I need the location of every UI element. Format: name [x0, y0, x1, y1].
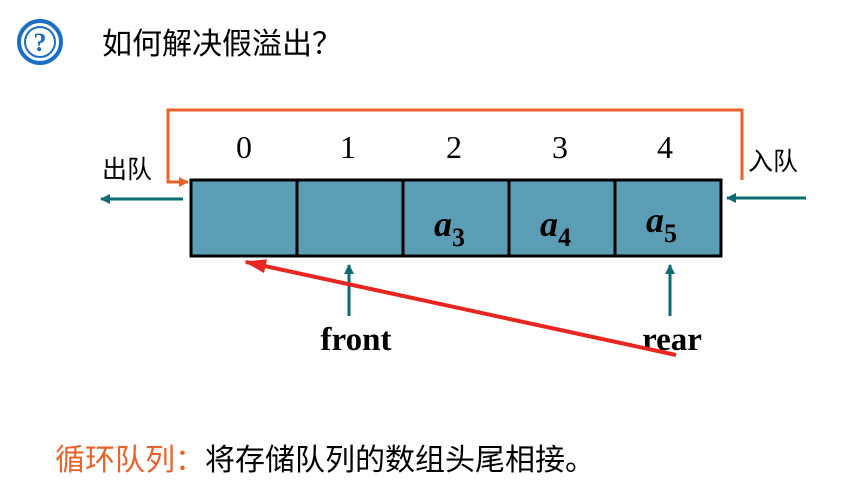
- index-labels: 0 1 2 3 4: [236, 129, 673, 165]
- queue-cell: [507, 178, 617, 258]
- wrap-annotation-arrow: [244, 259, 677, 357]
- cell-values: a3 a4 a5: [434, 200, 677, 252]
- index-label: 3: [552, 129, 568, 165]
- question-mark-glyph: ?: [34, 28, 47, 57]
- index-label: 4: [657, 129, 673, 165]
- cell-value: a3: [434, 204, 465, 252]
- footer-definition: 将存储队列的数组头尾相接。: [205, 443, 595, 478]
- page-title: 如何解决假溢出？: [102, 27, 342, 62]
- index-label: 0: [236, 129, 252, 165]
- cell-value: a4: [540, 204, 571, 252]
- queue-cell: [401, 178, 511, 258]
- queue-cell: [189, 178, 299, 258]
- wrap-around-line: [166, 108, 744, 187]
- question-mark-icon: ?: [17, 19, 63, 65]
- dequeue-label: 出队: [102, 155, 152, 184]
- footer-text: 循环队列：将存储队列的数组头尾相接。: [55, 443, 595, 478]
- queue-array: [189, 178, 723, 258]
- queue-cell: [613, 178, 723, 258]
- enqueue-label: 入队: [748, 147, 798, 176]
- queue-cell: [295, 178, 405, 258]
- footer-term: 循环队列：: [55, 443, 205, 478]
- cell-value: a5: [646, 200, 677, 248]
- index-label: 1: [340, 129, 356, 165]
- front-label: front: [321, 322, 392, 358]
- index-label: 2: [446, 129, 462, 165]
- rear-label: rear: [642, 322, 702, 358]
